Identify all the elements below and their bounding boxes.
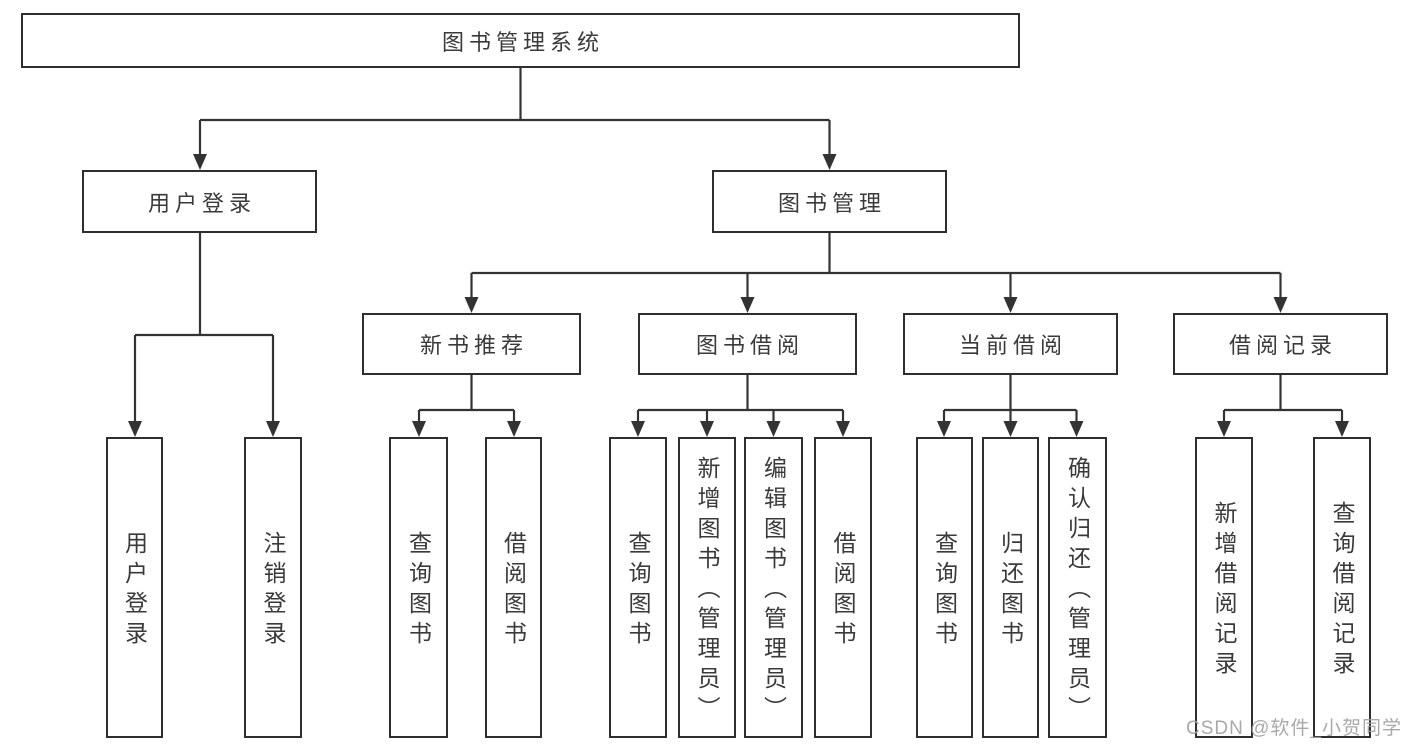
leaf-current-confirm-return-admin: 确认归还（管理员） xyxy=(1048,437,1107,738)
node-current-borrow: 当前借阅 xyxy=(903,313,1118,375)
leaf-borrow-add-book-admin: 新增图书（管理员） xyxy=(678,437,736,738)
leaf-current-query-books: 查询图书 xyxy=(916,437,973,738)
leaf-newbook-borrow-books: 借阅图书 xyxy=(485,437,542,738)
leaf-current-return-books: 归还图书 xyxy=(982,437,1039,738)
node-user-login: 用户登录 xyxy=(82,170,317,233)
node-library-management-system: 图书管理系统 xyxy=(21,13,1020,68)
watermark-text: CSDN @软件_小贺同学 xyxy=(1186,718,1402,739)
leaf-newbook-query-books: 查询图书 xyxy=(389,437,448,738)
connector-lines xyxy=(128,68,1349,437)
leaf-borrow-borrow-books: 借阅图书 xyxy=(814,437,872,738)
node-new-book-recommend: 新书推荐 xyxy=(362,313,581,375)
leaf-borrow-query-books: 查询图书 xyxy=(609,437,667,738)
leaf-logout: 注销登录 xyxy=(244,437,302,738)
node-book-management: 图书管理 xyxy=(712,170,947,233)
leaf-records-query-record: 查询借阅记录 xyxy=(1313,437,1371,738)
leaf-records-add-record: 新增借阅记录 xyxy=(1195,437,1253,738)
leaf-user-login: 用户登录 xyxy=(106,437,163,738)
node-borrow-records: 借阅记录 xyxy=(1173,313,1388,375)
node-book-borrow: 图书借阅 xyxy=(638,313,857,375)
leaf-borrow-edit-book-admin: 编辑图书（管理员） xyxy=(744,437,803,738)
